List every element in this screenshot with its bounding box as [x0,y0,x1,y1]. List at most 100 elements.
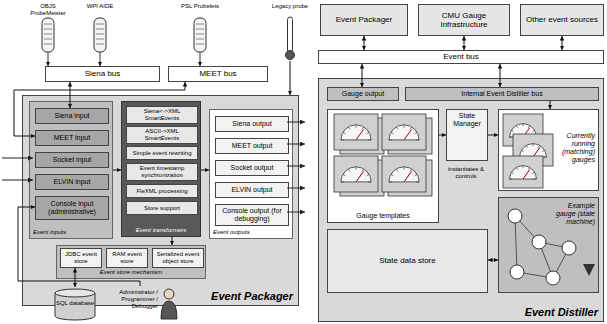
gauge-tick [362,127,364,130]
thermometer-bulb [286,51,295,60]
transformer-box: FleXML processing [126,184,198,198]
node-text: MEET output [232,142,273,150]
node-text: WPI AIDE [82,3,118,10]
connector [200,61,201,66]
node-text: Event outputs [213,229,250,236]
input-box: ELVIN input [35,174,109,190]
component-panel: Siena inputMEET inputSocket inputELVIN i… [22,95,299,306]
gauge-tick [396,169,398,172]
node-text: Siena<->XML SmartEvents [129,108,195,122]
gauge-tick [534,179,537,180]
node-text: RAM event store [109,251,145,265]
gauge-box: Currently running (matching) gauges [498,109,599,191]
connector [500,64,501,87]
annotation-label: instantiates & controls [441,166,491,180]
state-circle [510,265,524,279]
gauge-needle [356,171,364,182]
probe-grip [196,44,204,45]
node-text: State data store [379,256,435,265]
node-text: Event bus [443,52,479,61]
probe-icon [82,1,118,61]
gauge-tick [354,173,356,176]
node-text: Serialized event object store [155,251,201,265]
probe-grip [96,39,104,40]
node-text: JDBC event store [63,251,99,265]
gauge-frame [503,114,543,146]
node-text: SQL database [52,300,98,307]
output-arrow [287,212,305,213]
probe-tip [200,52,201,61]
probe-grip [196,34,204,35]
gauge-tick [523,124,524,127]
gauge-tick [347,143,350,144]
connector [18,207,140,286]
legacy-probe-icon [271,1,309,61]
state-circle [508,209,522,223]
probe-grip [196,29,204,30]
bus-box: MEET bus [168,66,268,82]
gauge-tick [362,171,363,174]
gauge-frame [334,114,378,150]
probe-grip [196,39,204,40]
input-box: MEET input [35,130,109,146]
state-transition [553,248,569,278]
connector [550,101,551,109]
connector [290,61,291,95]
input-arrow [2,158,33,159]
user-icon: Administrator / Programmer / Debugger [108,286,180,322]
node-text: Internal Event Distiller bus [461,90,542,98]
gauge-tick [374,143,377,144]
node-text: Store support [144,205,180,212]
gauge-needle [404,129,412,140]
probe-grip [44,44,52,45]
gauge-tick [389,139,392,140]
probe-tip [48,52,49,61]
connector [100,61,101,66]
node-text: Event Packager [211,290,293,303]
probe-grip [96,34,104,35]
template-box: Gauge templates [327,109,439,223]
group-box: Siena outputMEET outputSocket outputELVI… [209,109,293,239]
gauge-frame [388,160,432,196]
probe-grip [44,24,52,25]
output-arrow [287,188,305,189]
source-box: Event Packager [320,4,408,36]
node-text: MEET bus [199,69,236,78]
gauge-tick [532,130,534,131]
node-text: Simple event rewriting [132,150,191,157]
gauge-needle [410,133,418,144]
node-text: Event Packager [336,15,392,24]
gauge-tick [395,143,398,144]
gauge-tick [402,173,404,176]
probe-grip [96,44,104,45]
probe-icon: OBJS ProbeMeister [28,1,68,61]
gauge-tick [402,131,404,134]
node-text: Gauge templates [328,212,438,220]
gauge-tick [420,178,423,180]
gauge-tick [544,157,547,158]
probe-grip [196,24,204,25]
gauge-tick [374,185,377,186]
gauge-dial [520,144,547,157]
gauge-tick [414,174,417,176]
probe-icon: PSL Probelets [180,1,220,61]
gauge-tick [404,125,405,128]
gauge-frame [334,156,378,192]
node-text: Siena output [232,120,271,128]
state-transition [539,242,569,248]
gauge-tick [397,178,400,180]
gauge-tick [366,132,369,134]
node-text: Administrator / Programmer / Debugger [108,289,158,310]
node-text: Event timestamp synchronization [129,165,195,179]
node-text: Legacy probe [271,3,309,10]
input-box: Console input (administrative) [35,196,109,220]
connector [14,82,185,136]
node-text: Console output (for debugging) [218,207,286,223]
gauge-needle [356,129,364,140]
legacy-probe-icon: Legacy probe [271,1,309,61]
connector [488,260,498,261]
gauge-dial [510,124,537,137]
node-text: ASCII->XML SmartEvents [129,128,195,142]
gauge-tick [368,173,370,176]
gauge-dial [341,167,371,182]
